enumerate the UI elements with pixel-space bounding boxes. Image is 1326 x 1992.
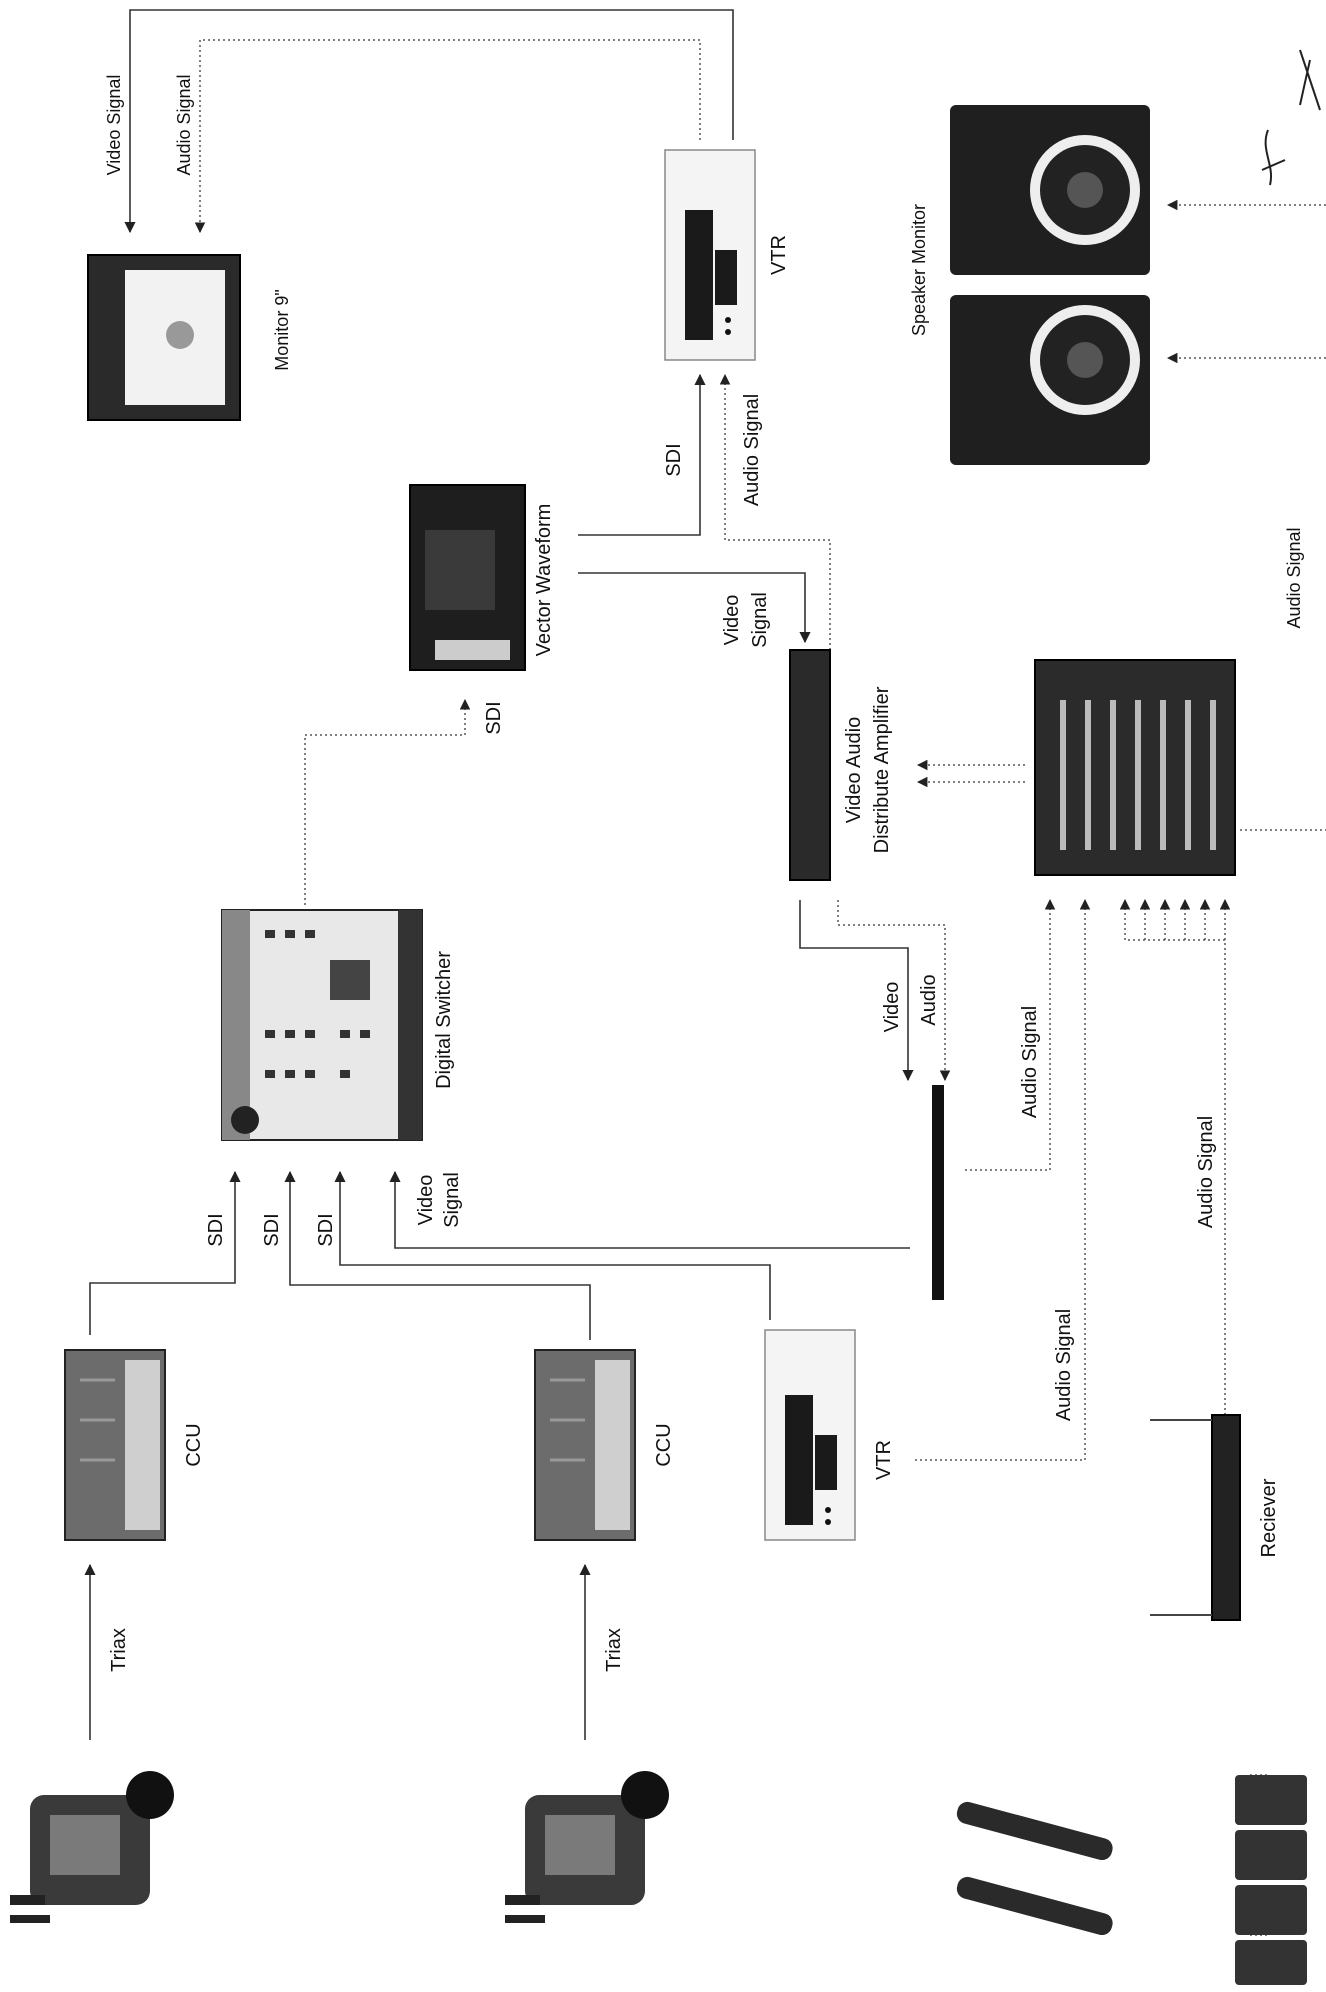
microphone-1-icon <box>956 1801 1113 1861</box>
speaker-monitor-1-icon <box>950 105 1150 275</box>
sdi-label-switcher-waveform: SDI <box>483 701 505 734</box>
audio-signal-vtr-mixer-label: Audio Signal <box>1053 1309 1075 1421</box>
vector-waveform-icon <box>409 484 526 671</box>
camera-2-icon <box>505 1771 669 1923</box>
microphone-2-icon <box>956 1876 1113 1936</box>
vtr-label-top: VTR <box>768 235 790 275</box>
vtr-bottom-icon <box>764 1329 856 1541</box>
triax-label-1: Triax <box>108 1628 130 1672</box>
sdi-label-3: SDI <box>315 1213 337 1246</box>
labels: Triax Triax CCU CCU VTR VTR SDI SDI SDI … <box>104 74 1304 1671</box>
bodypack-transmitter-icons <box>1235 1775 1307 1985</box>
vector-waveform-label: Vector Waveform <box>533 504 555 657</box>
video-signal-line-da <box>578 572 811 644</box>
digital-switcher-label: Digital Switcher <box>433 951 455 1089</box>
video-signal-switcher-label-1: Video <box>415 1175 437 1226</box>
video-signal-monitor-label: Video Signal <box>104 75 124 176</box>
vtr-label-bottom: VTR <box>873 1440 895 1480</box>
audio-signal-line-monitor <box>194 39 701 234</box>
triax-label-2: Triax <box>603 1628 625 1672</box>
handwritten-signature <box>1261 49 1321 186</box>
monitor-label: Monitor 9" <box>272 289 292 370</box>
audio-signal-line-patch-mixer <box>965 898 1056 1171</box>
audio-signal-label-vtr: Audio Signal <box>741 394 763 506</box>
sdi-line-1 <box>89 1170 241 1335</box>
ccu-1-icon <box>64 1349 166 1541</box>
audio-signal-speakers-label: Audio Signal <box>1284 527 1304 628</box>
digital-switcher-icon <box>221 909 423 1141</box>
audio-signal-receiver-label: Audio Signal <box>1195 1116 1217 1228</box>
ccu-label-2: CCU <box>653 1423 675 1466</box>
receiver-label: Reciever <box>1258 1478 1280 1557</box>
audio-signal-monitor-label: Audio Signal <box>174 74 194 175</box>
sdi-label-1: SDI <box>205 1213 227 1246</box>
video-line-patch <box>799 900 914 1082</box>
video-audio-da-label-1: Video Audio <box>843 717 865 823</box>
patch-panel-icon <box>932 1085 944 1300</box>
audio-to-patch-label: Audio <box>918 974 940 1025</box>
vtr-top-icon <box>664 149 756 361</box>
speaker-monitor-2-icon <box>950 295 1150 465</box>
audio-mixer-icon <box>1034 659 1236 876</box>
video-signal-da-label-2: Signal <box>749 592 771 648</box>
sdi-label-waveform-vtr: SDI <box>663 443 685 476</box>
video-audio-distribute-amplifier-icon <box>789 649 831 881</box>
video-signal-switcher-label-2: Signal <box>441 1172 463 1228</box>
receiver-icon <box>1150 1414 1241 1621</box>
camera-1-icon <box>10 1771 174 1923</box>
sdi-line-waveform-vtr <box>578 373 706 536</box>
speaker-monitor-label: Speaker Monitor <box>909 204 929 336</box>
sdi-line-switcher-waveform <box>304 698 471 905</box>
video-to-patch-label: Video <box>881 982 903 1033</box>
video-signal-line-switcher <box>389 1170 910 1249</box>
video-signal-da-label-1: Video <box>721 595 743 646</box>
sdi-label-2: SDI <box>261 1213 283 1246</box>
video-signal-line-monitor <box>124 9 734 234</box>
ccu-2-icon <box>534 1349 636 1541</box>
sdi-line-2 <box>284 1170 591 1340</box>
sdi-line-3 <box>334 1170 771 1320</box>
ccu-label-1: CCU <box>183 1423 205 1466</box>
video-audio-da-label-2: Distribute Amplifier <box>871 686 893 853</box>
monitor-icon <box>87 254 241 421</box>
audio-signal-line-vtr-mixer <box>915 898 1091 1461</box>
audio-signal-patch-mixer-label: Audio Signal <box>1019 1006 1041 1118</box>
